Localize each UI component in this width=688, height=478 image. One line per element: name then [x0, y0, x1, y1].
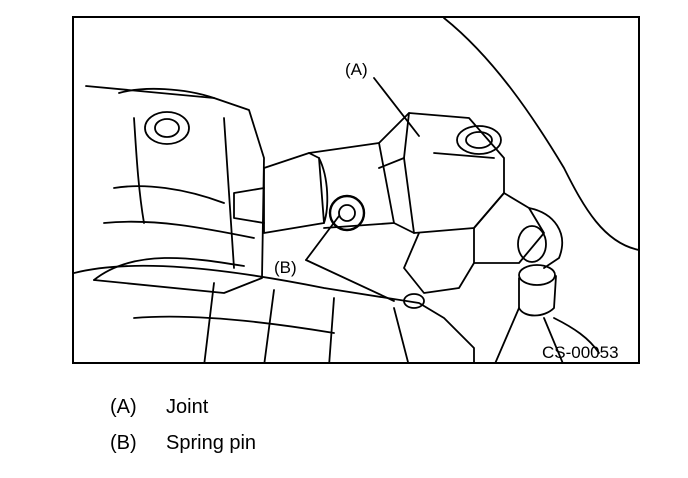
callout-b: (B) [274, 258, 297, 277]
leader-line-b [305, 215, 340, 261]
leader-line-b2 [305, 259, 395, 302]
figure-code: CS-00053 [542, 343, 619, 362]
legend-label-spring-pin: Spring pin [166, 432, 257, 454]
body-outline [443, 18, 638, 251]
bolt [494, 264, 600, 362]
legend-item-spring-pin: (B) Spring pin [110, 431, 256, 455]
spring-pin [328, 194, 366, 232]
intermediate-shaft [233, 142, 395, 234]
universal-joint [378, 112, 564, 309]
legend-label-joint: Joint [166, 396, 209, 418]
legend-item-joint: (A) Joint [110, 395, 208, 419]
legend-key-a: (A) [110, 396, 137, 418]
steering-joint-illustration: (A) (B) CS-00053 [74, 18, 638, 362]
legend-key-b: (B) [110, 432, 137, 454]
callout-a: (A) [345, 60, 368, 79]
leader-line-a [373, 77, 420, 137]
steering-column-housing [85, 85, 265, 294]
lower-casing [74, 264, 475, 362]
figure-frame: (A) (B) CS-00053 [72, 16, 640, 364]
